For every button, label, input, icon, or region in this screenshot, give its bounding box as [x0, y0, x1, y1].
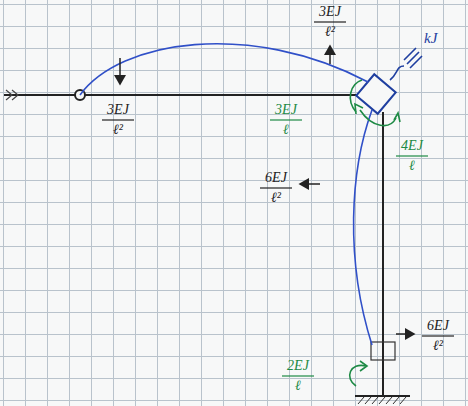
force-fraction: 3EJ ℓ: [268, 100, 304, 140]
force-fraction: 6EJ ℓ²: [258, 168, 294, 208]
force-fraction: 6EJ ℓ²: [420, 316, 456, 356]
fraction-bar: [396, 155, 428, 156]
fraction-bar: [260, 187, 292, 188]
spring-label: kJ: [424, 28, 437, 48]
fraction-bar: [422, 335, 454, 336]
force-fraction: 3EJ ℓ²: [312, 2, 348, 42]
fraction-bar: [102, 119, 134, 120]
fraction-bar: [270, 119, 302, 120]
force-fraction: 4EJ ℓ: [394, 136, 430, 176]
fraction-bar: [314, 21, 346, 22]
force-fraction: 3EJ ℓ²: [100, 100, 136, 140]
fraction-bar: [282, 375, 314, 376]
force-fraction: 2EJ ℓ: [280, 356, 316, 396]
